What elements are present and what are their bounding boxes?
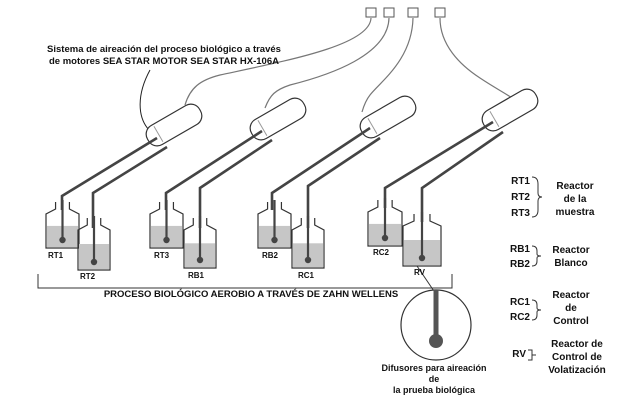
legend-code-rc2: RC2	[509, 312, 530, 323]
flask-rc1	[291, 216, 325, 269]
legend-code-rc1: RC1	[509, 297, 530, 308]
diffuser-caption: Difusores para aireación de la prueba bi…	[378, 363, 490, 396]
flask-rt2	[77, 216, 111, 271]
air-supply-tubes	[184, 17, 513, 113]
motor-callout: Sistema de aireación del proceso biológi…	[14, 44, 314, 68]
motor-callout-line1: Sistema de aireación del proceso biológi…	[47, 44, 281, 55]
legend-braces	[528, 176, 543, 361]
air-pump-motor	[359, 95, 417, 139]
process-bracket	[37, 274, 453, 289]
tube-connectors	[365, 7, 446, 18]
flask-rb1	[183, 216, 217, 269]
flasks-layer	[45, 198, 442, 271]
flask-rc2	[367, 198, 403, 247]
flask-label-rv: RV	[414, 268, 425, 277]
legend-code-rv: RV	[512, 349, 526, 360]
flask-rt3	[149, 200, 184, 249]
flask-label-rb1: RB1	[188, 271, 205, 280]
aeration-diagram	[37, 7, 543, 361]
motor-callout-line2: de motores SEA STAR MOTOR SEA STAR HX-10…	[49, 56, 279, 67]
legend-code-rb2: RB2	[509, 259, 530, 270]
air-pump-motor	[481, 88, 539, 132]
legend-desc-blank: Reactor Blanco	[552, 245, 590, 269]
legend-desc-sample: Reactor de la muestra	[555, 181, 595, 218]
flask-rt1	[45, 200, 80, 249]
flask-label-rb2: RB2	[262, 251, 279, 260]
diffuser-detail	[400, 289, 472, 361]
legend-desc-control: Reactor de Control	[552, 290, 590, 327]
callout-arrow	[139, 69, 153, 134]
legend-desc-volatilization: Reactor de Control de Volatización	[548, 339, 606, 376]
legend-code-rt3: RT3	[511, 208, 530, 219]
air-pump-motor	[145, 103, 203, 147]
flask-label-rt3: RT3	[154, 251, 170, 260]
air-lines	[60, 120, 504, 228]
flask-rv	[402, 212, 442, 267]
legend-code-rt2: RT2	[511, 192, 530, 203]
flask-label-rt1: RT1	[48, 251, 64, 260]
flask-rb2	[257, 200, 292, 249]
flask-label-rt2: RT2	[80, 272, 96, 281]
legend-code-rb1: RB1	[509, 244, 530, 255]
diffuser-caption-line1: Difusores para aireación de	[381, 363, 487, 384]
flask-label-rc1: RC1	[298, 271, 315, 280]
legend-code-rt1: RT1	[511, 176, 530, 187]
process-label: PROCESO BIOLÓGICO AEROBIO A TRAVÉS DE ZA…	[103, 289, 399, 300]
flask-label-rc2: RC2	[373, 248, 390, 257]
air-pump-motor	[249, 97, 307, 141]
